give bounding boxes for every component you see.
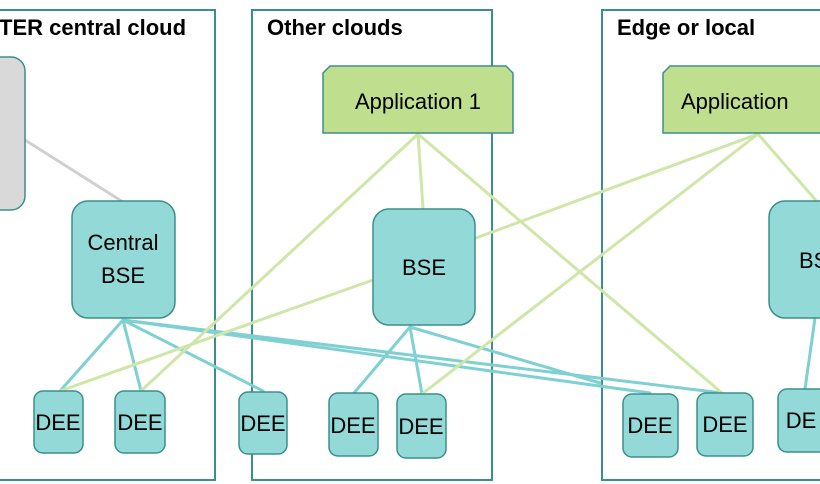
link-bserght-dee8 — [803, 316, 817, 391]
dee-node — [777, 388, 820, 453]
dee-node — [696, 392, 754, 457]
edge-bse-node — [768, 200, 820, 319]
edge-bse-label: BS — [799, 248, 820, 273]
link-app1-bse — [416, 132, 425, 210]
dee-label: DEE — [35, 410, 80, 435]
central-bse-node — [71, 200, 176, 319]
central-bse-line2: BSE — [101, 263, 145, 288]
container-title-edge: Edge or local — [617, 15, 755, 40]
application-2-label: Application — [681, 89, 789, 114]
bse-label: BSE — [402, 255, 446, 280]
link-bse-right — [408, 325, 602, 385]
container-title-other: Other clouds — [267, 15, 403, 40]
application-1-label: Application 1 — [355, 89, 481, 114]
dee-node — [328, 392, 379, 457]
link-app2-bse — [756, 132, 820, 207]
dee-node — [33, 390, 84, 454]
dee-label: DEE — [330, 413, 375, 438]
container-title-central: TER central cloud — [0, 15, 186, 40]
container-edge-local — [601, 9, 820, 481]
application-1 — [322, 65, 514, 134]
dee-label: DE — [786, 408, 817, 433]
link-bse-app2 — [474, 132, 760, 240]
dee-label: DEE — [398, 414, 443, 439]
link-bse-dee4 — [352, 325, 412, 395]
dee-node — [114, 390, 166, 454]
gray-node — [0, 56, 26, 211]
central-bse-line1: Central — [88, 230, 159, 255]
link-gray-central — [23, 138, 125, 204]
link-app1-dee7 — [416, 132, 724, 395]
link-bse-dee5 — [408, 325, 424, 396]
dee-label: DEE — [117, 410, 162, 435]
dee-node — [622, 393, 679, 458]
container-other-clouds — [251, 9, 493, 481]
dee-label: DEE — [702, 412, 747, 437]
link-dee1-bse — [58, 278, 375, 393]
dee-node — [396, 393, 447, 459]
dee-label: DEE — [240, 411, 285, 436]
dee-node — [238, 391, 288, 455]
container-central-cloud — [0, 9, 216, 481]
bse-node — [372, 208, 476, 326]
link-central-dee1 — [58, 318, 125, 393]
link-central-dee3 — [121, 318, 265, 393]
application-2 — [662, 65, 820, 134]
link-central-dee2 — [121, 318, 143, 393]
dee-label: DEE — [627, 413, 672, 438]
link-app2-dee5 — [420, 132, 760, 396]
link-app1-dee2 — [139, 132, 420, 393]
